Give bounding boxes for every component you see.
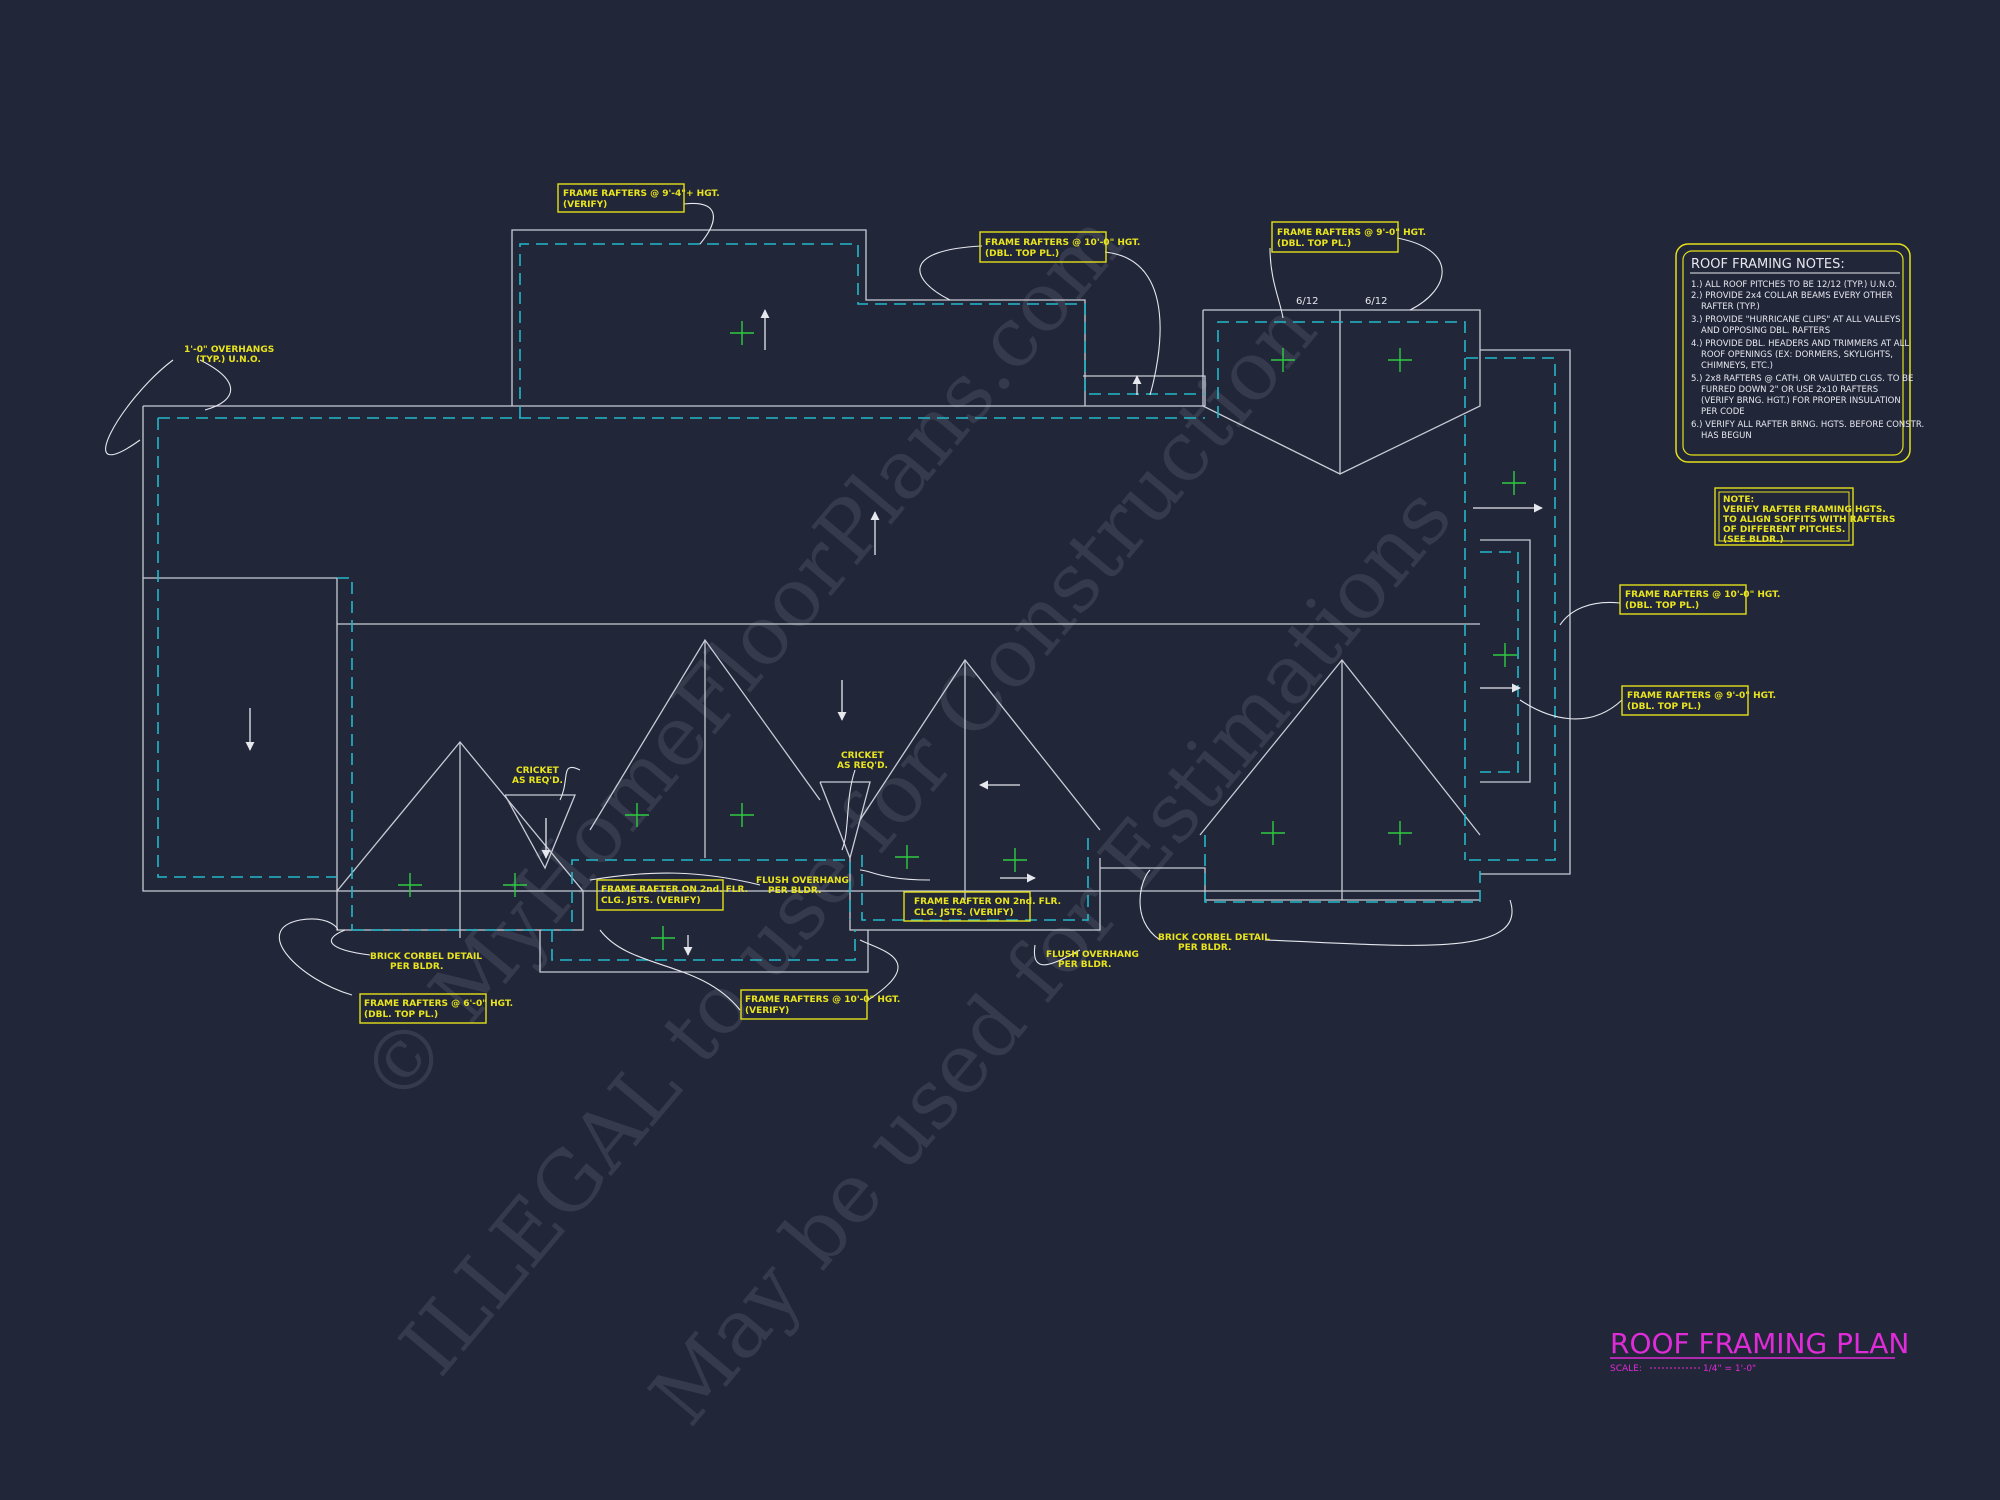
- callout-bottom-left-line-1: FRAME RAFTERS @ 6'-0" HGT.: [364, 999, 513, 1009]
- callout-top-center: FRAME RAFTERS @ 10'-0" HGT. (DBL. TOP PL…: [979, 231, 1140, 263]
- notes-line-11: (VERIFY BRNG. HGT.) FOR PROPER INSULATIO…: [1701, 396, 1901, 406]
- notes-line-10: FURRED DOWN 2" OR USE 2x10 RAFTERS: [1701, 385, 1878, 395]
- notes-line-12: PER CODE: [1701, 407, 1745, 417]
- notes-line-9: 5.) 2x8 RAFTERS @ CATH. OR VAULTED CLGS.…: [1691, 374, 1913, 384]
- notes-line-5: AND OPPOSING DBL. RAFTERS: [1701, 326, 1830, 336]
- callout-top-left: FRAME RAFTERS @ 9'-4"+ HGT. (VERIFY): [557, 183, 720, 213]
- overhang-label-line-2: (TYP.) U.N.O.: [196, 355, 261, 365]
- pitch-labels-top: 6/12 6/12: [1296, 296, 1387, 307]
- notes-line-8: CHIMNEYS, ETC.): [1701, 361, 1773, 371]
- note-box-line-4: OF DIFFERENT PITCHES.: [1723, 525, 1845, 535]
- drawing-title: ROOF FRAMING PLAN: [1610, 1327, 1909, 1360]
- callout-right-upper: FRAME RAFTERS @ 10'-0" HGT. (DBL. TOP PL…: [1619, 584, 1780, 615]
- callout-bottom-left-line-2: (DBL. TOP PL.): [364, 1010, 438, 1020]
- notes-line-14: HAS BEGUN: [1701, 431, 1752, 441]
- notes-line-13: 6.) VERIFY ALL RAFTER BRNG. HGTS. BEFORE…: [1691, 420, 1924, 430]
- notes-line-3: RAFTER (TYP.): [1701, 302, 1760, 312]
- callout-top-center-line-1: FRAME RAFTERS @ 10'-0" HGT.: [985, 238, 1140, 248]
- overhang-label-line-1: 1'-0" OVERHANGS: [184, 345, 274, 355]
- callout-right-lower-line-1: FRAME RAFTERS @ 9'-0" HGT.: [1627, 691, 1776, 701]
- callout-top-left-line-1: FRAME RAFTERS @ 9'-4"+ HGT.: [563, 189, 720, 199]
- corbel-right-line-1: BRICK CORBEL DETAIL: [1158, 933, 1270, 943]
- notes-title: ROOF FRAMING NOTES:: [1691, 257, 1845, 272]
- flush-left-line-1: FLUSH OVERHANG: [756, 876, 849, 886]
- note-box-line-3: TO ALIGN SOFFITS WITH RAFTERS: [1723, 515, 1895, 525]
- callout-bottom-center-line-1: FRAME RAFTERS @ 10'-0" HGT.: [745, 995, 900, 1005]
- cricket-right-line-2: AS REQ'D.: [837, 761, 888, 771]
- cricket-left-line-2: AS REQ'D.: [512, 776, 563, 786]
- verify-note-box: NOTE: VERIFY RAFTER FRAMING HGTS. TO ALI…: [1714, 487, 1895, 546]
- notes-line-4: 3.) PROVIDE "HURRICANE CLIPS" AT ALL VAL…: [1691, 315, 1901, 325]
- callout-second-floor-left-line-2: CLG. JSTS. (VERIFY): [601, 896, 701, 906]
- callout-second-floor-right: FRAME RAFTER ON 2nd. FLR. CLG. JSTS. (VE…: [903, 891, 1061, 922]
- cricket-left-line-1: CRICKET: [516, 766, 560, 776]
- callout-right-upper-line-1: FRAME RAFTERS @ 10'-0" HGT.: [1625, 590, 1780, 600]
- title-block: ROOF FRAMING PLAN SCALE: 1/4" = 1'-0": [1610, 1327, 1909, 1374]
- callout-top-left-line-2: (VERIFY): [563, 200, 607, 210]
- roof-framing-notes-block: ROOF FRAMING NOTES: 1.) ALL ROOF PITCHES…: [1675, 243, 1924, 463]
- flush-right-line-1: FLUSH OVERHANG: [1046, 950, 1139, 960]
- callout-top-right-line-1: FRAME RAFTERS @ 9'-0" HGT.: [1277, 228, 1426, 238]
- corbel-left-line-2: PER BLDR.: [390, 962, 443, 972]
- callout-second-floor-right-line-1: FRAME RAFTER ON 2nd. FLR.: [914, 897, 1061, 907]
- callout-second-floor-right-line-2: CLG. JSTS. (VERIFY): [914, 908, 1014, 918]
- flush-left-line-2: PER BLDR.: [768, 886, 821, 896]
- corbel-left-line-1: BRICK CORBEL DETAIL: [370, 952, 482, 962]
- callout-right-lower-line-2: (DBL. TOP PL.): [1627, 702, 1701, 712]
- leader-lines: [105, 202, 1623, 1011]
- free-labels: 1'-0" OVERHANGS (TYP.) U.N.O. CRICKET AS…: [184, 345, 1270, 972]
- scale-label: SCALE:: [1610, 1364, 1642, 1374]
- pitch-symbols: [398, 321, 1526, 950]
- scale-value: 1/4" = 1'-0": [1703, 1364, 1756, 1374]
- notes-line-6: 4.) PROVIDE DBL. HEADERS AND TRIMMERS AT…: [1691, 339, 1909, 349]
- pitch-label-top-right: 6/12: [1365, 296, 1387, 307]
- callout-top-right-line-2: (DBL. TOP PL.): [1277, 239, 1351, 249]
- cricket-right-line-1: CRICKET: [841, 751, 885, 761]
- callout-right-upper-line-2: (DBL. TOP PL.): [1625, 601, 1699, 611]
- callout-bottom-left: FRAME RAFTERS @ 6'-0" HGT. (DBL. TOP PL.…: [359, 993, 513, 1024]
- flush-right-line-2: PER BLDR.: [1058, 960, 1111, 970]
- callout-bottom-center: FRAME RAFTERS @ 10'-0" HGT. (VERIFY): [740, 989, 900, 1020]
- callout-second-floor-left: FRAME RAFTER ON 2nd. FLR. CLG. JSTS. (VE…: [596, 879, 748, 911]
- note-box-line-2: VERIFY RAFTER FRAMING HGTS.: [1723, 505, 1886, 515]
- roof-outline: [142, 229, 1571, 973]
- callout-right-lower: FRAME RAFTERS @ 9'-0" HGT. (DBL. TOP PL.…: [1621, 685, 1776, 716]
- callout-top-center-line-2: (DBL. TOP PL.): [985, 249, 1059, 259]
- notes-line-1: 1.) ALL ROOF PITCHES TO BE 12/12 (TYP.) …: [1691, 280, 1897, 290]
- wall-lines: [157, 243, 1556, 961]
- notes-line-2: 2.) PROVIDE 2x4 COLLAR BEAMS EVERY OTHER: [1691, 291, 1893, 301]
- note-box-line-5: (SEE BLDR.): [1723, 535, 1784, 545]
- callout-top-right: FRAME RAFTERS @ 9'-0" HGT. (DBL. TOP PL.…: [1271, 221, 1426, 253]
- notes-line-7: ROOF OPENINGS (EX: DORMERS, SKYLIGHTS,: [1701, 350, 1893, 360]
- corbel-right-line-2: PER BLDR.: [1178, 943, 1231, 953]
- callout-second-floor-left-line-1: FRAME RAFTER ON 2nd. FLR.: [601, 885, 748, 895]
- callout-bottom-center-line-2: (VERIFY): [745, 1006, 789, 1016]
- rafter-direction-arrows: [245, 309, 1543, 956]
- note-box-line-1: NOTE:: [1723, 495, 1754, 505]
- pitch-label-top-left: 6/12: [1296, 296, 1318, 307]
